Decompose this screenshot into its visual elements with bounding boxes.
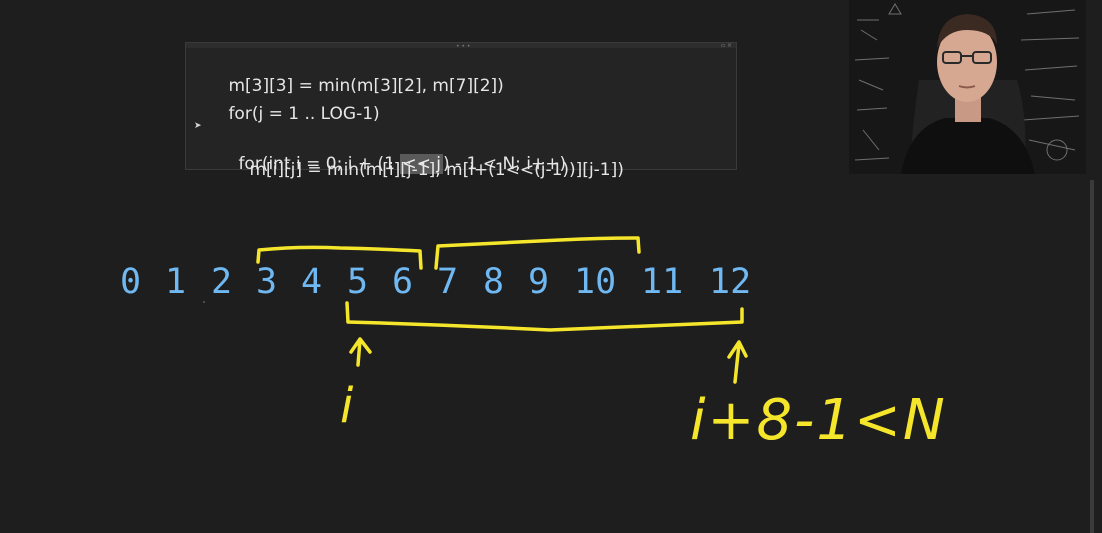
- webcam-feed: [849, 0, 1086, 174]
- code-line-3: ➤ for(int i = 0; i + (1 << j) - 1 < N; i…: [194, 109, 567, 197]
- bracket-top-right: [434, 236, 641, 270]
- label-condition: i+8-1<N: [690, 388, 947, 453]
- label-i: i: [340, 378, 354, 434]
- index-number: 12: [709, 262, 752, 302]
- index-number: 0: [120, 262, 142, 302]
- index-number: 5: [347, 262, 369, 302]
- arrow-right: [727, 340, 748, 384]
- index-number: 7: [437, 262, 459, 302]
- webcam-image: [849, 0, 1086, 174]
- code-line-2: for(j = 1 .. LOG-1): [196, 81, 380, 147]
- bracket-top-left: [256, 245, 423, 270]
- index-number: 9: [528, 262, 550, 302]
- code-panel: • • • ▫ × m[3][3] = min(m[3][2], m[7][2]…: [185, 42, 737, 180]
- caret-icon: ➤: [194, 121, 202, 131]
- code-line-2-text: for(j = 1 .. LOG-1): [228, 104, 380, 124]
- stray-dot: [203, 301, 205, 303]
- index-number: 3: [256, 262, 278, 302]
- code-line-3-text-a: for(int i = 0; i + (1: [238, 154, 401, 174]
- code-line-3-text-b: ) - 1 < N; i++): [443, 154, 567, 174]
- code-line-1-text: m[3][3] = min(m[3][2], m[7][2]): [228, 76, 504, 96]
- index-number: 6: [392, 262, 414, 302]
- code-selection-highlight[interactable]: << j: [400, 154, 443, 174]
- index-number: 2: [211, 262, 233, 302]
- window-controls-icon[interactable]: ▫ ×: [720, 42, 732, 49]
- code-panel-titlebar[interactable]: [186, 43, 736, 48]
- bracket-bottom: [345, 301, 744, 332]
- index-number: 10: [574, 262, 617, 302]
- code-line-4-text: m[i][j] = min(m[i][j-1], m[i+(1<<(j-1))]…: [249, 160, 624, 180]
- code-line-1: m[3][3] = min(m[3][2], m[7][2]): [196, 53, 504, 119]
- index-number: 4: [301, 262, 323, 302]
- arrow-left: [349, 337, 372, 367]
- code-line-4: m[i][j] = min(m[i][j-1], m[i+(1<<(j-1))]…: [217, 137, 624, 203]
- drag-grip-icon[interactable]: • • •: [456, 43, 471, 50]
- index-number: 11: [641, 262, 684, 302]
- index-number: 8: [483, 262, 505, 302]
- scrollbar[interactable]: [1090, 180, 1094, 533]
- index-number: 1: [165, 262, 187, 302]
